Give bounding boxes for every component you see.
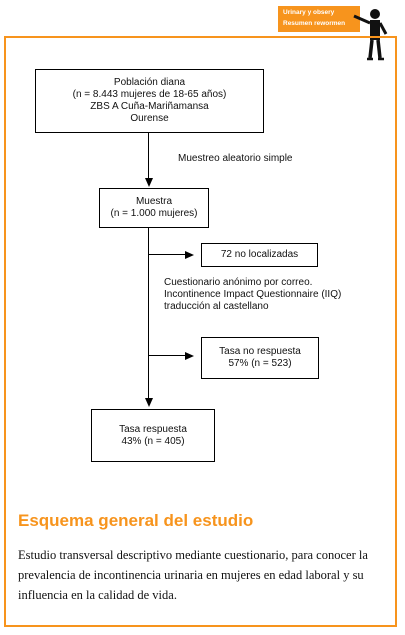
connector-branch-2 <box>148 355 185 356</box>
box-no-localizadas: 72 no localizadas <box>201 243 318 267</box>
header-tag: Urinary y obsery Resumen rewormen <box>278 6 360 32</box>
label-muestreo: Muestreo aleatorio simple <box>178 153 293 164</box>
box4-line2: 57% (n = 523) <box>228 358 292 369</box>
connector-main <box>148 228 149 398</box>
content-frame <box>4 36 397 627</box>
box2-line1: Muestra <box>135 196 173 207</box>
box1-line3: ZBS A Cuña-Mariñamansa <box>90 101 209 112</box>
box-tasa-respuesta: Tasa respuesta 43% (n = 405) <box>91 409 215 462</box>
arrowhead-1 <box>144 178 153 187</box>
box1-line4: Ourense <box>130 113 169 124</box>
box-tasa-no-respuesta: Tasa no respuesta 57% (n = 523) <box>201 337 319 379</box>
connector-1 <box>148 133 149 178</box>
presenter-figure-icon <box>353 9 388 61</box>
header-tag-line1: Urinary y obsery <box>283 9 335 16</box>
box2-line2: (n = 1.000 mujeres) <box>110 208 198 219</box>
connector-branch-1 <box>148 254 185 255</box>
label2-line1: Cuestionario anónimo por correo. <box>164 277 313 288</box>
section-description: Estudio transversal descriptivo mediante… <box>18 548 368 602</box>
box-muestra: Muestra (n = 1.000 mujeres) <box>99 188 209 228</box>
box3-line1: 72 no localizadas <box>220 249 299 260</box>
arrowhead-branch-1 <box>185 250 194 259</box>
section-title: Esquema general del estudio <box>18 511 254 530</box>
label-cuestionario: Cuestionario anónimo por correo. Inconti… <box>164 277 341 313</box>
header-tag-line2: Resumen rewormen <box>283 20 346 27</box>
label2-line2: Incontinence Impact Questionnaire (IIQ) <box>164 289 342 300</box>
label2-line3: traducción al castellano <box>164 301 269 312</box>
box-poblacion-diana: Población diana (n = 8.443 mujeres de 18… <box>35 69 264 133</box>
box4-line1: Tasa no respuesta <box>219 346 301 357</box>
box5-line1: Tasa respuesta <box>119 423 187 435</box>
box1-line1: Población diana <box>113 77 186 88</box>
box5-line2: 43% (n = 405) <box>121 435 185 447</box>
arrowhead-branch-2 <box>185 351 194 360</box>
box1-line2: (n = 8.443 mujeres de 18-65 años) <box>72 89 227 100</box>
arrowhead-main <box>144 398 153 407</box>
